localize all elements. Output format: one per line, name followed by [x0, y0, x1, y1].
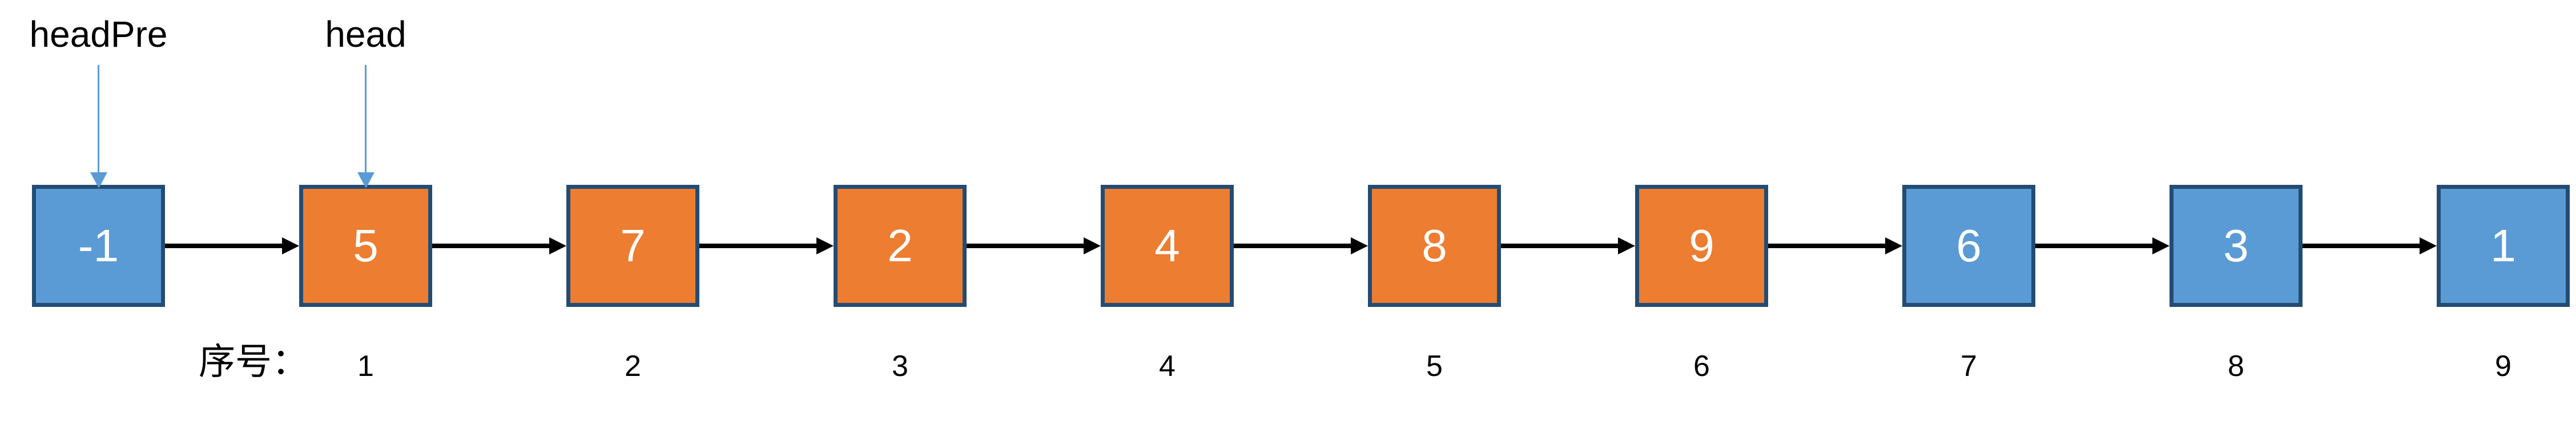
pointer-arrow-line: [98, 65, 99, 173]
sequence-number: 5: [1426, 350, 1443, 383]
node-value: -1: [78, 220, 119, 271]
node-value: 3: [2223, 220, 2249, 271]
list-node: 2: [834, 185, 967, 307]
right-arrow-icon: [2420, 237, 2437, 254]
link-arrow-line: [432, 244, 550, 248]
right-arrow-icon: [816, 237, 834, 254]
link-arrow-line: [2035, 244, 2154, 248]
link-arrow-line: [1234, 244, 1352, 248]
node-value: 1: [2490, 220, 2516, 271]
pointer-label-headpre: headPre: [29, 14, 168, 55]
list-node: -1: [32, 185, 165, 307]
node-value: 7: [620, 220, 646, 271]
pointer-arrow-line: [365, 65, 367, 173]
right-arrow-icon: [282, 237, 299, 254]
list-node: 4: [1101, 185, 1234, 307]
right-arrow-icon: [2152, 237, 2170, 254]
link-arrow-line: [165, 244, 283, 248]
sequence-number: 3: [892, 350, 908, 383]
link-arrow-line: [1768, 244, 1886, 248]
list-node: 6: [1902, 185, 2035, 307]
sequence-number: 7: [1961, 350, 1977, 383]
link-arrow-line: [699, 244, 818, 248]
list-node: 3: [2170, 185, 2303, 307]
pointer-label-head: head: [325, 14, 406, 55]
right-arrow-icon: [1618, 237, 1635, 254]
node-value: 6: [1956, 220, 1982, 271]
list-node: 9: [1635, 185, 1768, 307]
right-arrow-icon: [1084, 237, 1101, 254]
link-arrow-line: [1501, 244, 1619, 248]
sequence-number: 1: [357, 350, 374, 383]
sequence-label: 序号：: [199, 341, 308, 382]
link-arrow-line: [967, 244, 1085, 248]
right-arrow-icon: [1885, 237, 1902, 254]
node-value: 8: [1422, 220, 1447, 271]
sequence-number: 2: [625, 350, 641, 383]
right-arrow-icon: [549, 237, 566, 254]
down-arrow-icon: [90, 172, 107, 188]
sequence-number: 4: [1159, 350, 1176, 383]
list-node: 7: [566, 185, 699, 307]
sequence-number: 8: [2228, 350, 2244, 383]
right-arrow-icon: [1351, 237, 1368, 254]
node-value: 9: [1689, 220, 1714, 271]
down-arrow-icon: [357, 172, 375, 188]
list-node: 8: [1368, 185, 1501, 307]
node-value: 5: [353, 220, 379, 271]
node-value: 4: [1154, 220, 1180, 271]
sequence-number: 9: [2495, 350, 2511, 383]
list-node: 1: [2437, 185, 2570, 307]
list-node: 5: [299, 185, 432, 307]
node-value: 2: [887, 220, 913, 271]
link-arrow-line: [2303, 244, 2421, 248]
sequence-number: 6: [1693, 350, 1710, 383]
